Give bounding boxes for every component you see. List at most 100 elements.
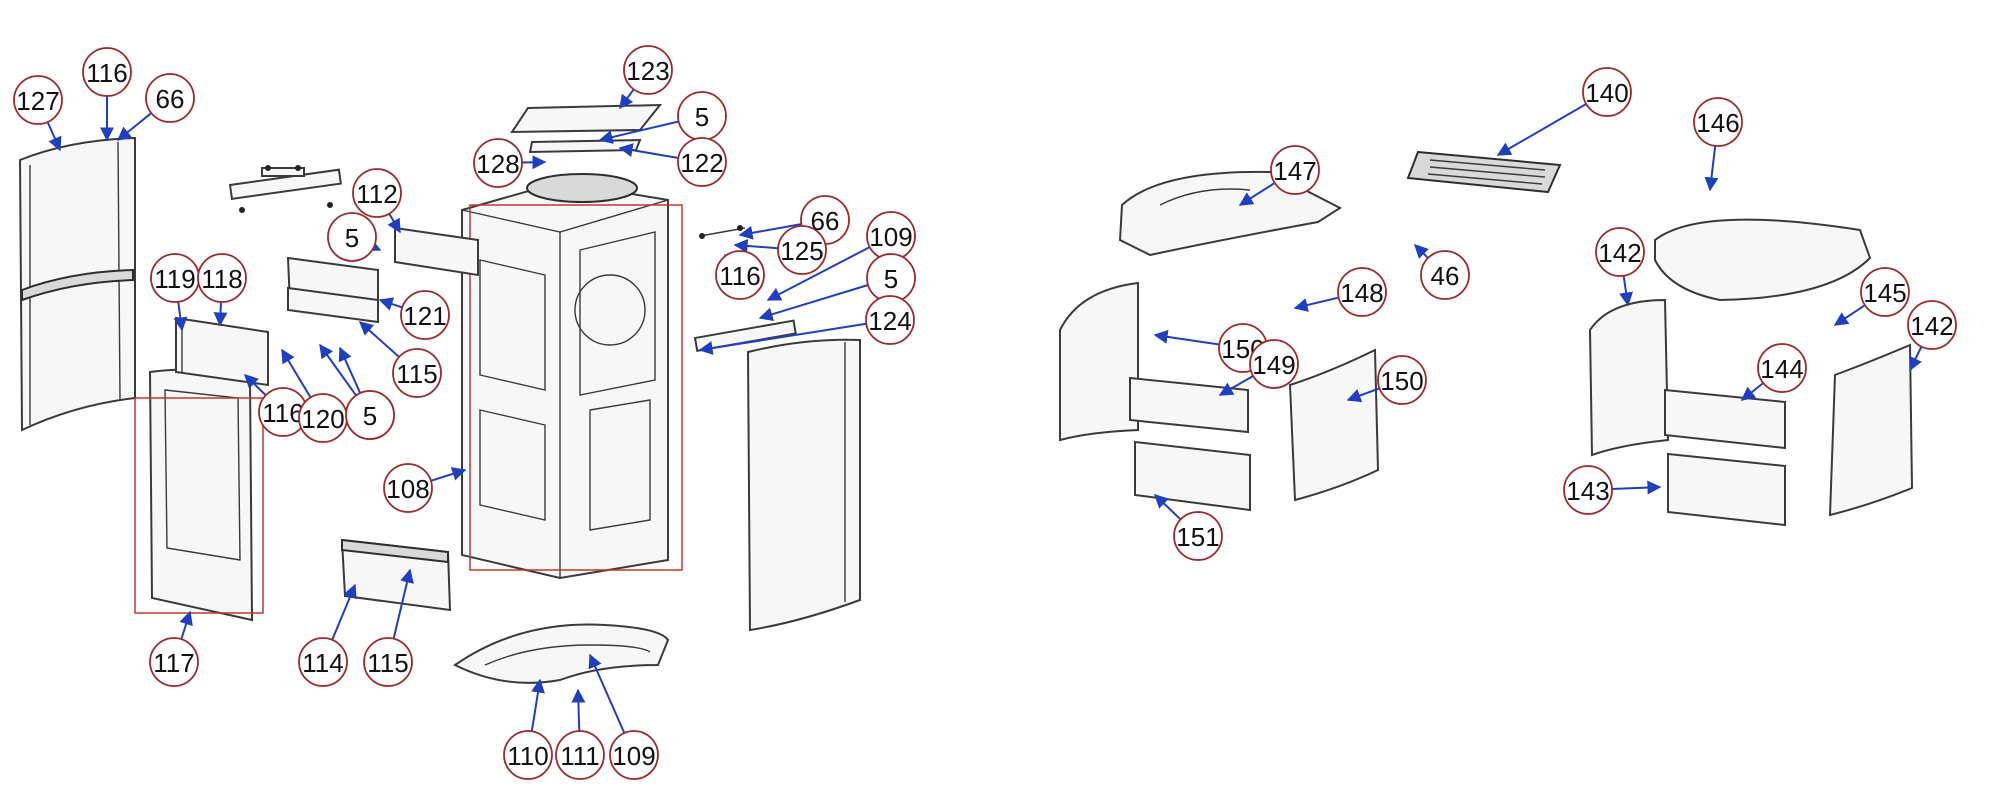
callout-number: 118 [201,264,242,294]
callout-circle [363,637,413,687]
callout-circle [677,137,727,187]
leader-line [571,688,586,732]
callout-number: 5 [884,264,898,294]
callout-circle [149,637,199,687]
callout-circle [1860,267,1910,317]
callout-145: 145 [1860,267,1910,317]
leader-line [618,143,679,159]
callout-number: 147 [1273,156,1316,186]
callout-circle [865,295,915,345]
callout-circle [555,730,605,780]
callout-151: 151 [1173,511,1223,561]
leader-line [243,374,267,396]
leader-line [598,120,679,144]
callout-circle [1420,250,1470,300]
callout-number: 110 [507,741,548,771]
callout-circle [1595,227,1645,277]
callout-5: 5 [866,253,916,303]
callout-circle [1563,465,1613,515]
callout-number: 149 [1252,350,1295,380]
callout-number: 115 [367,648,408,678]
callout-number: 120 [301,404,344,434]
callout-122: 122 [677,137,727,187]
leader-line [619,88,635,110]
callout-circle [345,390,395,440]
leader-line [387,213,401,234]
callout-66: 66 [145,73,195,123]
callout-147: 147 [1270,145,1320,195]
callout-circle [352,168,402,218]
callout-number: 145 [1863,278,1906,308]
callout-number: 115 [396,359,437,389]
leader-line [46,121,62,152]
cladding-set-a [1059,170,1380,512]
stove-assembly [18,103,861,684]
top-plate [510,103,663,154]
callout-number: 108 [386,474,429,504]
callout-number: 151 [1176,522,1219,552]
callout-number: 146 [1696,108,1739,138]
callout-108: 108 [383,463,433,513]
callout-120: 120 [298,393,348,443]
callout-115: 115 [392,348,442,398]
ash-tray-upper [286,256,379,324]
callout-5: 5 [327,212,377,262]
callout-number: 140 [1585,78,1628,108]
callout-circle [609,730,659,780]
callout-labels: 1271166612351281221125121115511911811612… [13,45,1957,780]
upper-hinge-bracket [228,165,343,213]
leader-line [588,653,626,734]
callout-number: 124 [868,306,911,336]
callout-144: 144 [1757,343,1807,393]
callout-circle [327,212,377,262]
callout-circle [1173,511,1223,561]
leader-line [116,112,152,141]
callout-121: 121 [400,290,450,340]
callout-149: 149 [1249,339,1299,389]
callout-circle [1337,267,1387,317]
callout-128: 128 [473,138,523,188]
callout-circle [1907,300,1957,350]
leader-line [430,467,467,482]
callout-number: 119 [154,264,195,294]
cladding-set-b [1588,218,1914,527]
leader-line [733,238,779,253]
leader-line [766,246,871,301]
leader-line [213,301,228,327]
leader-line [1238,182,1276,206]
callout-112: 112 [352,168,402,218]
callout-109: 109 [609,730,659,780]
callout-number: 127 [16,86,59,116]
callout-116: 116 [715,250,765,300]
callout-circle [383,463,433,513]
callout-circle [145,73,195,123]
leader-line [738,223,802,240]
callout-number: 116 [262,398,303,428]
leader-line [1833,304,1866,326]
callout-110: 110 [503,730,553,780]
callout-circle [777,225,827,275]
callout-number: 142 [1910,311,1953,341]
leader-line [1496,103,1587,156]
callout-125: 125 [777,225,827,275]
leader-line [1414,244,1429,259]
callout-118: 118 [197,253,247,303]
callout-circle [392,348,442,398]
callout-146: 146 [1693,97,1743,147]
leader-line [1740,382,1764,401]
leader-line [173,301,188,332]
callout-number: 5 [345,223,359,253]
stove-body-frame [461,173,683,580]
callout-127: 127 [13,75,63,125]
door-hinge-plate [175,316,269,387]
leader-line [530,678,545,732]
callout-number: 109 [612,741,655,771]
leader-line [1619,275,1634,307]
callout-circle [298,637,348,687]
callout-circle [13,75,63,125]
callout-124: 124 [865,295,915,345]
callout-number: 128 [476,149,519,179]
callout-circle [1582,67,1632,117]
callout-5: 5 [677,91,727,141]
callout-circle [197,253,247,303]
